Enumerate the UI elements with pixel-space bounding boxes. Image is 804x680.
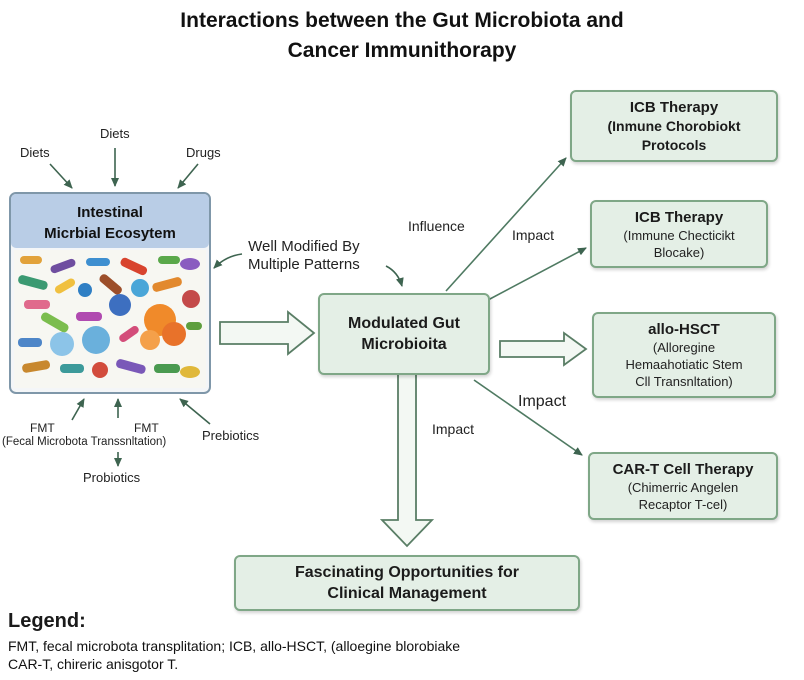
car-t-box: CAR-T Cell Therapy (Chimerric Angelen Re… <box>588 452 778 520</box>
icb1-line2: Protocols <box>641 136 707 153</box>
allo-line2: Hemaahotiatic Stem <box>625 357 743 372</box>
icb1-title: ICB Therapy <box>629 98 719 116</box>
diets-top-label: Diets <box>100 126 130 141</box>
clinical-line2: Clinical Management <box>327 585 487 602</box>
title-line1: Interactions between the Gut Microbiota … <box>180 9 624 32</box>
block-arrow-to-allo <box>499 331 588 367</box>
arrow-to-cart <box>473 379 583 456</box>
legend-line1: FMT, fecal microbota transplitation; ICB… <box>8 638 461 654</box>
well-modified-line1: Well Modified By <box>248 238 360 255</box>
fmt-left-arrow <box>71 398 85 421</box>
block-arrow-to-modulated <box>219 310 316 356</box>
well-modified-arrow-right <box>385 265 404 287</box>
icb2-line1: (Immune Checticikt <box>623 227 735 243</box>
clinical-management-box: Fascinating Opportunities for Clinical M… <box>234 555 580 611</box>
modulated-line2: Microbioita <box>361 336 447 353</box>
prebiotics-arrow <box>179 398 211 425</box>
arrow-to-icb2 <box>487 247 587 301</box>
diets-left-label: Diets <box>20 145 50 160</box>
ecosystem-title-line2: Micrbial Ecosytem <box>44 225 176 242</box>
drugs-label: Drugs <box>186 145 221 160</box>
cart-line2: Recaptor T-cel) <box>638 496 728 512</box>
allo-line1: (Alloregine <box>652 340 716 355</box>
influence-label: Influence <box>408 218 465 234</box>
well-modified-arrow-left <box>213 253 243 269</box>
prebiotics-label: Prebiotics <box>202 428 260 443</box>
impact-label-icb2: Impact <box>512 227 555 243</box>
block-arrow-to-clinical <box>379 355 435 548</box>
icb1-line1: (Inmune Chorobiokt <box>607 117 741 134</box>
ecosystem-title-line1: Intestinal <box>77 204 143 221</box>
modulated-line1: Modulated Gut <box>348 315 460 332</box>
icb2-title: ICB Therapy <box>634 208 724 226</box>
well-modified-line2: Multiple Patterns <box>248 256 360 273</box>
probiotics-label: Probiotics <box>83 470 141 485</box>
fmt-full-label: (Fecal Microbota Transsnltation) <box>2 436 167 448</box>
allo-hsct-box: allo-HSCT (Alloregine Hemaahotiatic Stem… <box>592 312 776 398</box>
drugs-arrow <box>177 163 199 189</box>
fmt-left-label: FMT <box>30 421 55 435</box>
microbes-illustration <box>14 250 206 388</box>
icb-therapy-box-2: ICB Therapy (Immune Checticikt Blocake) <box>590 200 768 268</box>
clinical-line1: Fascinating Opportunities for <box>294 564 519 581</box>
icb-therapy-box-1: ICB Therapy (Inmune Chorobiokt Protocols <box>570 90 778 162</box>
icb2-line2: Blocake) <box>653 244 705 260</box>
arrow-to-icb1 <box>445 157 567 292</box>
cart-title: CAR-T Cell Therapy <box>612 460 754 478</box>
title-line2: Cancer Immunithorapy <box>287 39 517 62</box>
cart-line1: (Chimerric Angelen <box>627 479 739 495</box>
impact-label-cart: Impact <box>518 393 567 410</box>
modulated-gut-box: Modulated Gut Microbioita <box>318 293 490 375</box>
allo-title: allo-HSCT <box>648 321 720 338</box>
well-modified-label: Well Modified By Multiple Patterns <box>248 238 360 274</box>
legend-title: Legend: <box>8 610 86 632</box>
fmt-mid-label: FMT <box>134 421 159 435</box>
legend-line2: CAR-T, chireric anisgotor T. <box>8 656 179 672</box>
page-title: Interactions between the Gut Microbiota … <box>0 6 804 66</box>
allo-line3: Cll Transnltation) <box>635 374 733 389</box>
impact-label-down: Impact <box>432 421 475 437</box>
diets-left-arrow <box>49 163 73 189</box>
